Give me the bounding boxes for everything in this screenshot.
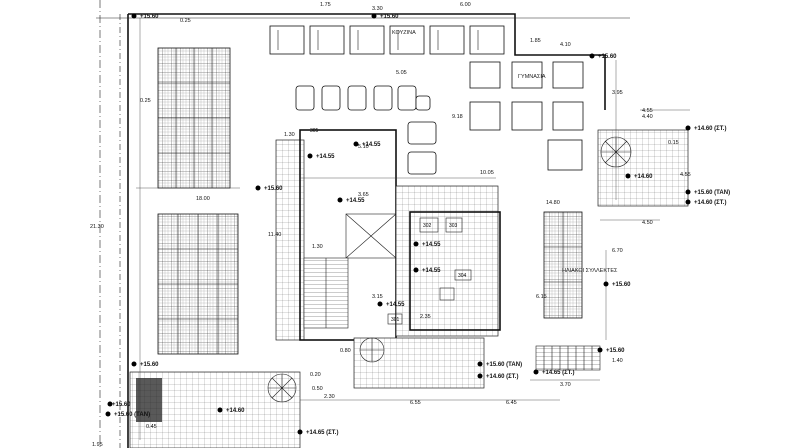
elev-bottom-tan2: +15.60 (ΤΑΝ) (114, 412, 150, 418)
dim-440: 4.40 (642, 114, 653, 120)
elevation-markers: +15.60 +15.60 +15.60 +14.60 (ΣΤ.) +14.60… (105, 13, 730, 436)
elev-right-tan: +15.60 (ΤΑΝ) (694, 190, 730, 196)
room-tag-303: 303 (449, 223, 458, 229)
elev-bottom-left: +15.60 (140, 362, 159, 368)
dim-395: 3.95 (612, 90, 623, 96)
dim-2130: 21.30 (90, 224, 104, 230)
dim-505: 5.05 (396, 70, 407, 76)
dim-045: 0.45 (146, 424, 157, 430)
elev-top-left: +15.60 (140, 14, 159, 20)
room-tag-304: 304 (458, 273, 467, 279)
dim-645: 6.45 (506, 400, 517, 406)
elev-bottom-left2: +15.60 (112, 402, 131, 408)
dim-230: 2.30 (324, 394, 335, 400)
outer-boundary (96, 0, 630, 448)
dim-080: 0.80 (340, 348, 351, 354)
room-label-panels: ΗΛΙΑΚΟΙ ΣΥΛΛΕΚΤΕΣ (562, 268, 618, 274)
elev-core-f: +14.55 (422, 268, 441, 274)
elev-right-stair-mid: +14.60 (634, 174, 653, 180)
room-tag-301: 301 (391, 317, 400, 323)
dim-235: 2.35 (420, 314, 431, 320)
elev-far-bottom-st: +14.65 (ΣΤ.) (306, 430, 338, 436)
elev-bottom-st2: +14.65 (ΣΤ.) (542, 370, 574, 376)
dim-top-d: 0.25 (180, 18, 191, 24)
room-tag-302: 302 (423, 223, 432, 229)
core-building: 301 302 303 304 305 (275, 128, 501, 341)
elev-right-stair-top: +14.60 (ΣΤ.) (694, 126, 726, 132)
solar-panel-array-bottom (157, 213, 239, 355)
dim-1005: 10.05 (480, 170, 494, 176)
dim-050: 0.50 (312, 386, 323, 392)
room-label-gym: ΓΥΜΝΑΣΙΑ (518, 74, 546, 80)
dim-025: 0.25 (140, 98, 151, 104)
right-seating-grid: ΓΥΜΝΑΣΙΑ (469, 61, 584, 171)
top-seating-row: ΚΟΥΖΙΝΑ (269, 25, 505, 55)
elev-core-e: +14.55 (386, 302, 405, 308)
dim-365: 3.65 (358, 192, 369, 198)
dim-655: 6.55 (410, 400, 421, 406)
dim-140: 1.40 (612, 358, 623, 364)
dim-185: 1.85 (530, 38, 541, 44)
dim-195: 1.95 (92, 442, 103, 448)
dim-918: 9.18 (452, 114, 463, 120)
solar-panel-array-top (157, 47, 231, 189)
dim-315: 3.15 (372, 294, 383, 300)
dim-015: 0.15 (668, 140, 679, 146)
dim-130: 1.30 (284, 132, 295, 138)
dim-1140: 11.40 (268, 232, 281, 238)
dim-455b: 4.55 (680, 172, 691, 178)
dim-510: 5.10 (358, 144, 369, 150)
bottom-terrace (353, 337, 601, 389)
dim-410: 4.10 (560, 42, 571, 48)
right-terrace (597, 129, 689, 207)
elev-core-a: +14.55 (316, 154, 335, 160)
elev-core-d: +14.55 (422, 242, 441, 248)
elev-core-c: +14.55 (346, 198, 365, 204)
elev-right-st: +14.60 (ΣΤ.) (694, 200, 726, 206)
dim-130b: 1.30 (312, 244, 323, 250)
room-label-kitchen: ΚΟΥΖΙΝΑ (392, 30, 416, 36)
dimension-lines (136, 18, 690, 440)
bottom-left-terrace (129, 371, 301, 448)
dim-1800: 18.00 (196, 196, 210, 202)
dim-top-c: 6.00 (460, 2, 471, 8)
dining-tables (295, 85, 437, 175)
elev-right-side: +15.60 (612, 282, 631, 288)
dim-455a: 4.55 (642, 108, 653, 114)
dim-370: 3.70 (560, 382, 571, 388)
dim-450: 4.50 (642, 220, 653, 226)
dim-615: 6.15 (536, 294, 547, 300)
elev-top-mid: +15.60 (380, 14, 399, 20)
solar-panel-array-right: ΗΛΙΑΚΟΙ ΣΥΛΛΕΚΤΕΣ (543, 211, 618, 319)
dim-020: 0.20 (310, 372, 321, 378)
dimension-labels: 1.75 3.30 6.00 0.25 1.85 4.10 5.05 3.95 … (90, 2, 691, 448)
dim-670: 6.70 (612, 248, 623, 254)
dim-1480: 14.80 (546, 200, 560, 206)
dim-top-b: 3.30 (372, 6, 383, 12)
elev-right-top: +15.60 (598, 54, 617, 60)
dim-top-a: 1.75 (320, 2, 331, 8)
elev-bottom-right: +15.60 (606, 348, 625, 354)
elev-left-mid: +15.60 (264, 186, 283, 192)
room-tag-305: 305 (310, 128, 319, 134)
elev-bottom-mid: +14.60 (226, 408, 245, 414)
elev-bottom-tan: +15.60 (ΤΑΝ) (486, 362, 522, 368)
elev-bottom-st: +14.60 (ΣΤ.) (486, 374, 518, 380)
elev-core-b: +14.55 (362, 142, 381, 148)
